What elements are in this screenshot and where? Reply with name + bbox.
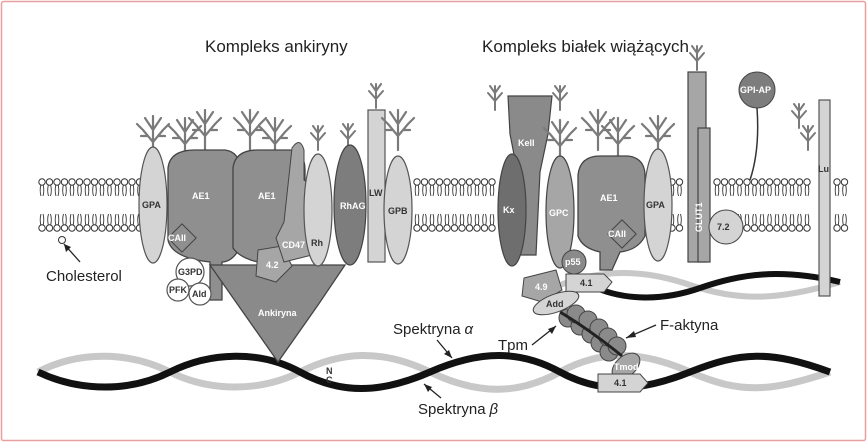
- caii-right-label: CAII: [608, 229, 626, 239]
- cholesterol-label: Cholesterol: [46, 268, 122, 285]
- glut1-protein-pair: [698, 128, 710, 262]
- spectrin-c-end-label: C: [326, 375, 333, 385]
- adducin-label: Add: [546, 299, 564, 309]
- title-junction-complex: Kompleks białek wiążących: [482, 37, 689, 56]
- tmod-label: Tmod: [614, 362, 639, 372]
- g3pd-label: G3PD: [178, 267, 203, 277]
- gpc-label: GPC: [549, 208, 569, 218]
- ae1-a-label: AE1: [192, 191, 210, 201]
- kell-label: Kell: [518, 138, 535, 148]
- lw-label: LW: [369, 188, 383, 198]
- gpa-right-label: GPA: [646, 200, 665, 210]
- gpb-label: GPB: [388, 206, 408, 216]
- ald-label: Ald: [192, 289, 207, 299]
- pfk-label: PFK: [169, 285, 188, 295]
- protein-4-2-label: 4.2: [266, 260, 279, 270]
- glut1-label: GLUT1: [694, 202, 704, 232]
- protein-4-1-top-label: 4.1: [580, 278, 593, 288]
- rhag-label: RhAG: [340, 201, 366, 211]
- ae1-b-label: AE1: [258, 191, 276, 201]
- p55-label: p55: [565, 257, 581, 267]
- protein-4-9-label: 4.9: [535, 282, 548, 292]
- lu-protein: [819, 100, 830, 296]
- caii-left-label: CAII: [168, 233, 186, 243]
- ae1-c-label: AE1: [600, 193, 618, 203]
- gpa-left-label: GPA: [142, 200, 161, 210]
- cd47-label: CD47: [282, 240, 305, 250]
- tropomyosin-label: Tpm: [498, 337, 528, 354]
- title-ankyrin-complex: Kompleks ankiryny: [205, 37, 348, 56]
- protein-4-1-bottom-label: 4.1: [614, 378, 627, 388]
- stomatin-label: 7.2: [717, 222, 730, 232]
- kx-label: Kx: [503, 205, 515, 215]
- ankyrin-label: Ankiryna: [258, 308, 298, 318]
- rh-label: Rh: [311, 238, 323, 248]
- rh-protein: [304, 154, 332, 266]
- lw-protein: [368, 110, 385, 262]
- lu-label: Lu: [818, 164, 829, 174]
- gpi-ap-label: GPI-AP: [740, 85, 771, 95]
- f-actin-label: F-aktyna: [660, 317, 719, 334]
- cholesterol-molecule: [59, 237, 66, 244]
